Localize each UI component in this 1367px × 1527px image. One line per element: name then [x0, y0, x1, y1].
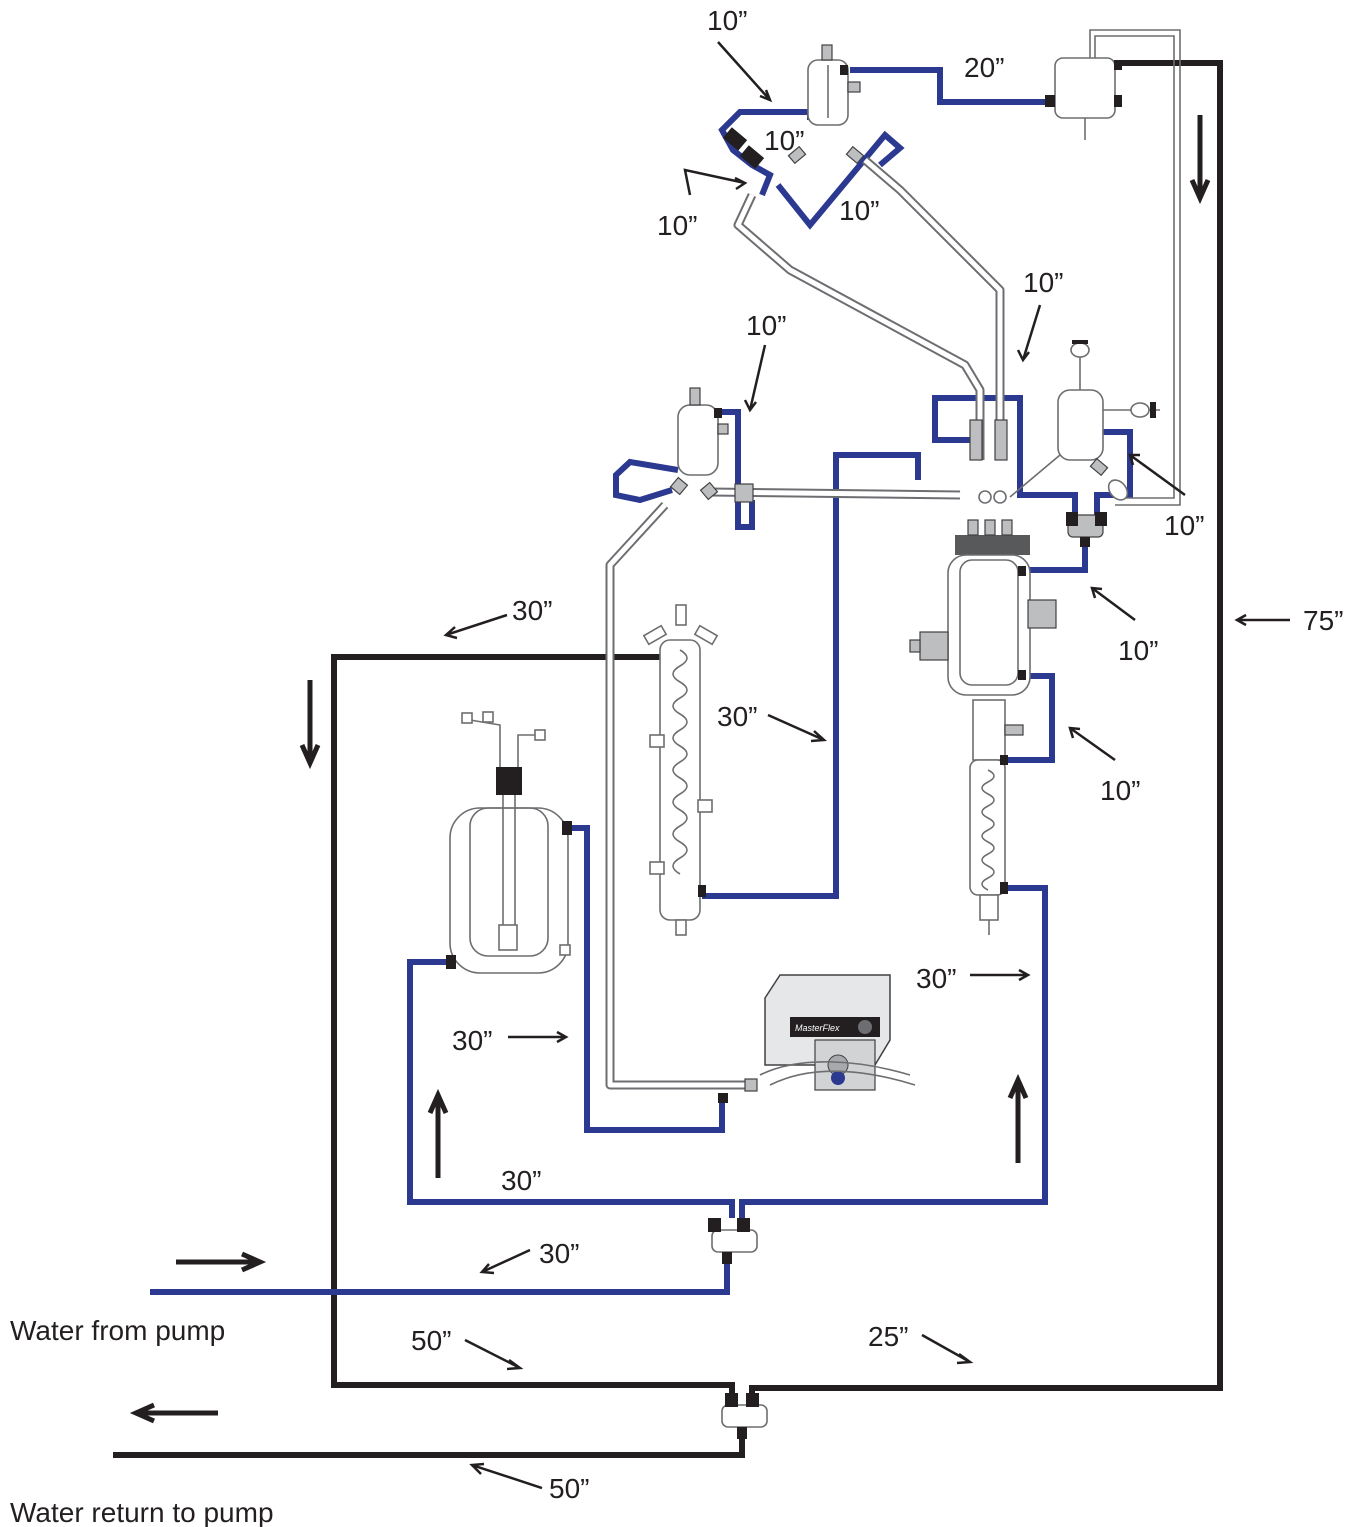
- caption-water-return: Water return to pump: [10, 1497, 274, 1527]
- label-30-inlet: 30”: [539, 1238, 579, 1269]
- label-10-x-loop: 10”: [839, 195, 879, 226]
- arrow-10-lower-vessel: [1070, 728, 1115, 760]
- arrow-75: [1237, 615, 1290, 625]
- supply-top-20: [850, 70, 1048, 102]
- arrow-25: [922, 1335, 970, 1363]
- arrow-30-right: [970, 970, 1028, 980]
- captions: Water from pump Water return to pump: [10, 1315, 274, 1527]
- label-10-lower-vessel: 10”: [1100, 775, 1140, 806]
- return-line-to-pump: [113, 1430, 742, 1455]
- flow-arrow-left-down: [302, 680, 318, 763]
- label-30-left-mid: 30”: [452, 1025, 492, 1056]
- label-10-right-top: 10”: [1023, 267, 1063, 298]
- arrow-10-right-top: [1018, 305, 1040, 360]
- flow-arrow-inlet: [176, 1254, 260, 1270]
- caption-water-from-pump: Water from pump: [10, 1315, 225, 1346]
- label-75: 75”: [1303, 605, 1343, 636]
- return-splitter: [722, 1393, 767, 1439]
- arrow-50-left: [465, 1340, 520, 1369]
- arrow-50-bottom: [472, 1464, 542, 1488]
- length-arrows: [446, 42, 1290, 1488]
- peristaltic-pump: MasterFlex easy-load: [718, 975, 915, 1103]
- supply-left-branch: [410, 962, 732, 1218]
- label-10-condenser: 10”: [746, 310, 786, 341]
- label-25: 25”: [868, 1321, 908, 1352]
- flow-arrow-return: [136, 1405, 218, 1421]
- arrow-10-mid: [745, 345, 765, 410]
- arrow-10-vessel: [1092, 588, 1135, 620]
- arrow-30-center: [768, 715, 824, 741]
- glass-tubing: [610, 160, 1000, 1085]
- reaction-vessel: [910, 512, 1107, 695]
- arrow-30-inlet: [482, 1250, 530, 1273]
- label-10-mid-top: 10”: [764, 125, 804, 156]
- top-bubbler: [808, 45, 860, 125]
- reservoir: [446, 712, 572, 973]
- label-20-top: 20”: [964, 52, 1004, 83]
- label-30-center: 30”: [717, 701, 757, 732]
- flow-arrow-left-up: [430, 1095, 446, 1178]
- arrow-30-top-left: [446, 615, 507, 638]
- length-labels: 10” 20” 10” 10” 10” 10” 10” 10” 10” 10” …: [411, 5, 1343, 1504]
- flow-arrow-right-up: [1010, 1080, 1026, 1163]
- supply-vessel-jacket: [1026, 540, 1085, 570]
- label-10-valve: 10”: [1164, 510, 1204, 541]
- arrow-10-top: [718, 42, 770, 100]
- label-30-right: 30”: [916, 963, 956, 994]
- supply-trap-left-loop: [616, 462, 678, 500]
- label-50-left: 50”: [411, 1325, 451, 1356]
- label-10-left: 10”: [657, 210, 697, 241]
- label-50-bottom: 50”: [549, 1473, 589, 1504]
- right-cold-trap: [1058, 340, 1160, 504]
- label-10-top: 10”: [707, 5, 747, 36]
- arrow-30-left-mid: [508, 1032, 566, 1042]
- right-condenser: [970, 700, 1023, 935]
- pump-brand: MasterFlex: [795, 1023, 840, 1033]
- supply-splitter: [708, 1218, 757, 1264]
- arrow-10-valve: [1130, 455, 1185, 495]
- arrow-10-left: [685, 170, 745, 195]
- supply-condenser-left: [702, 455, 918, 896]
- flow-arrow-right-down: [1192, 115, 1208, 198]
- label-30-top-left: 30”: [512, 595, 552, 626]
- label-30-bottom-mid: 30”: [501, 1165, 541, 1196]
- label-10-vessel: 10”: [1118, 635, 1158, 666]
